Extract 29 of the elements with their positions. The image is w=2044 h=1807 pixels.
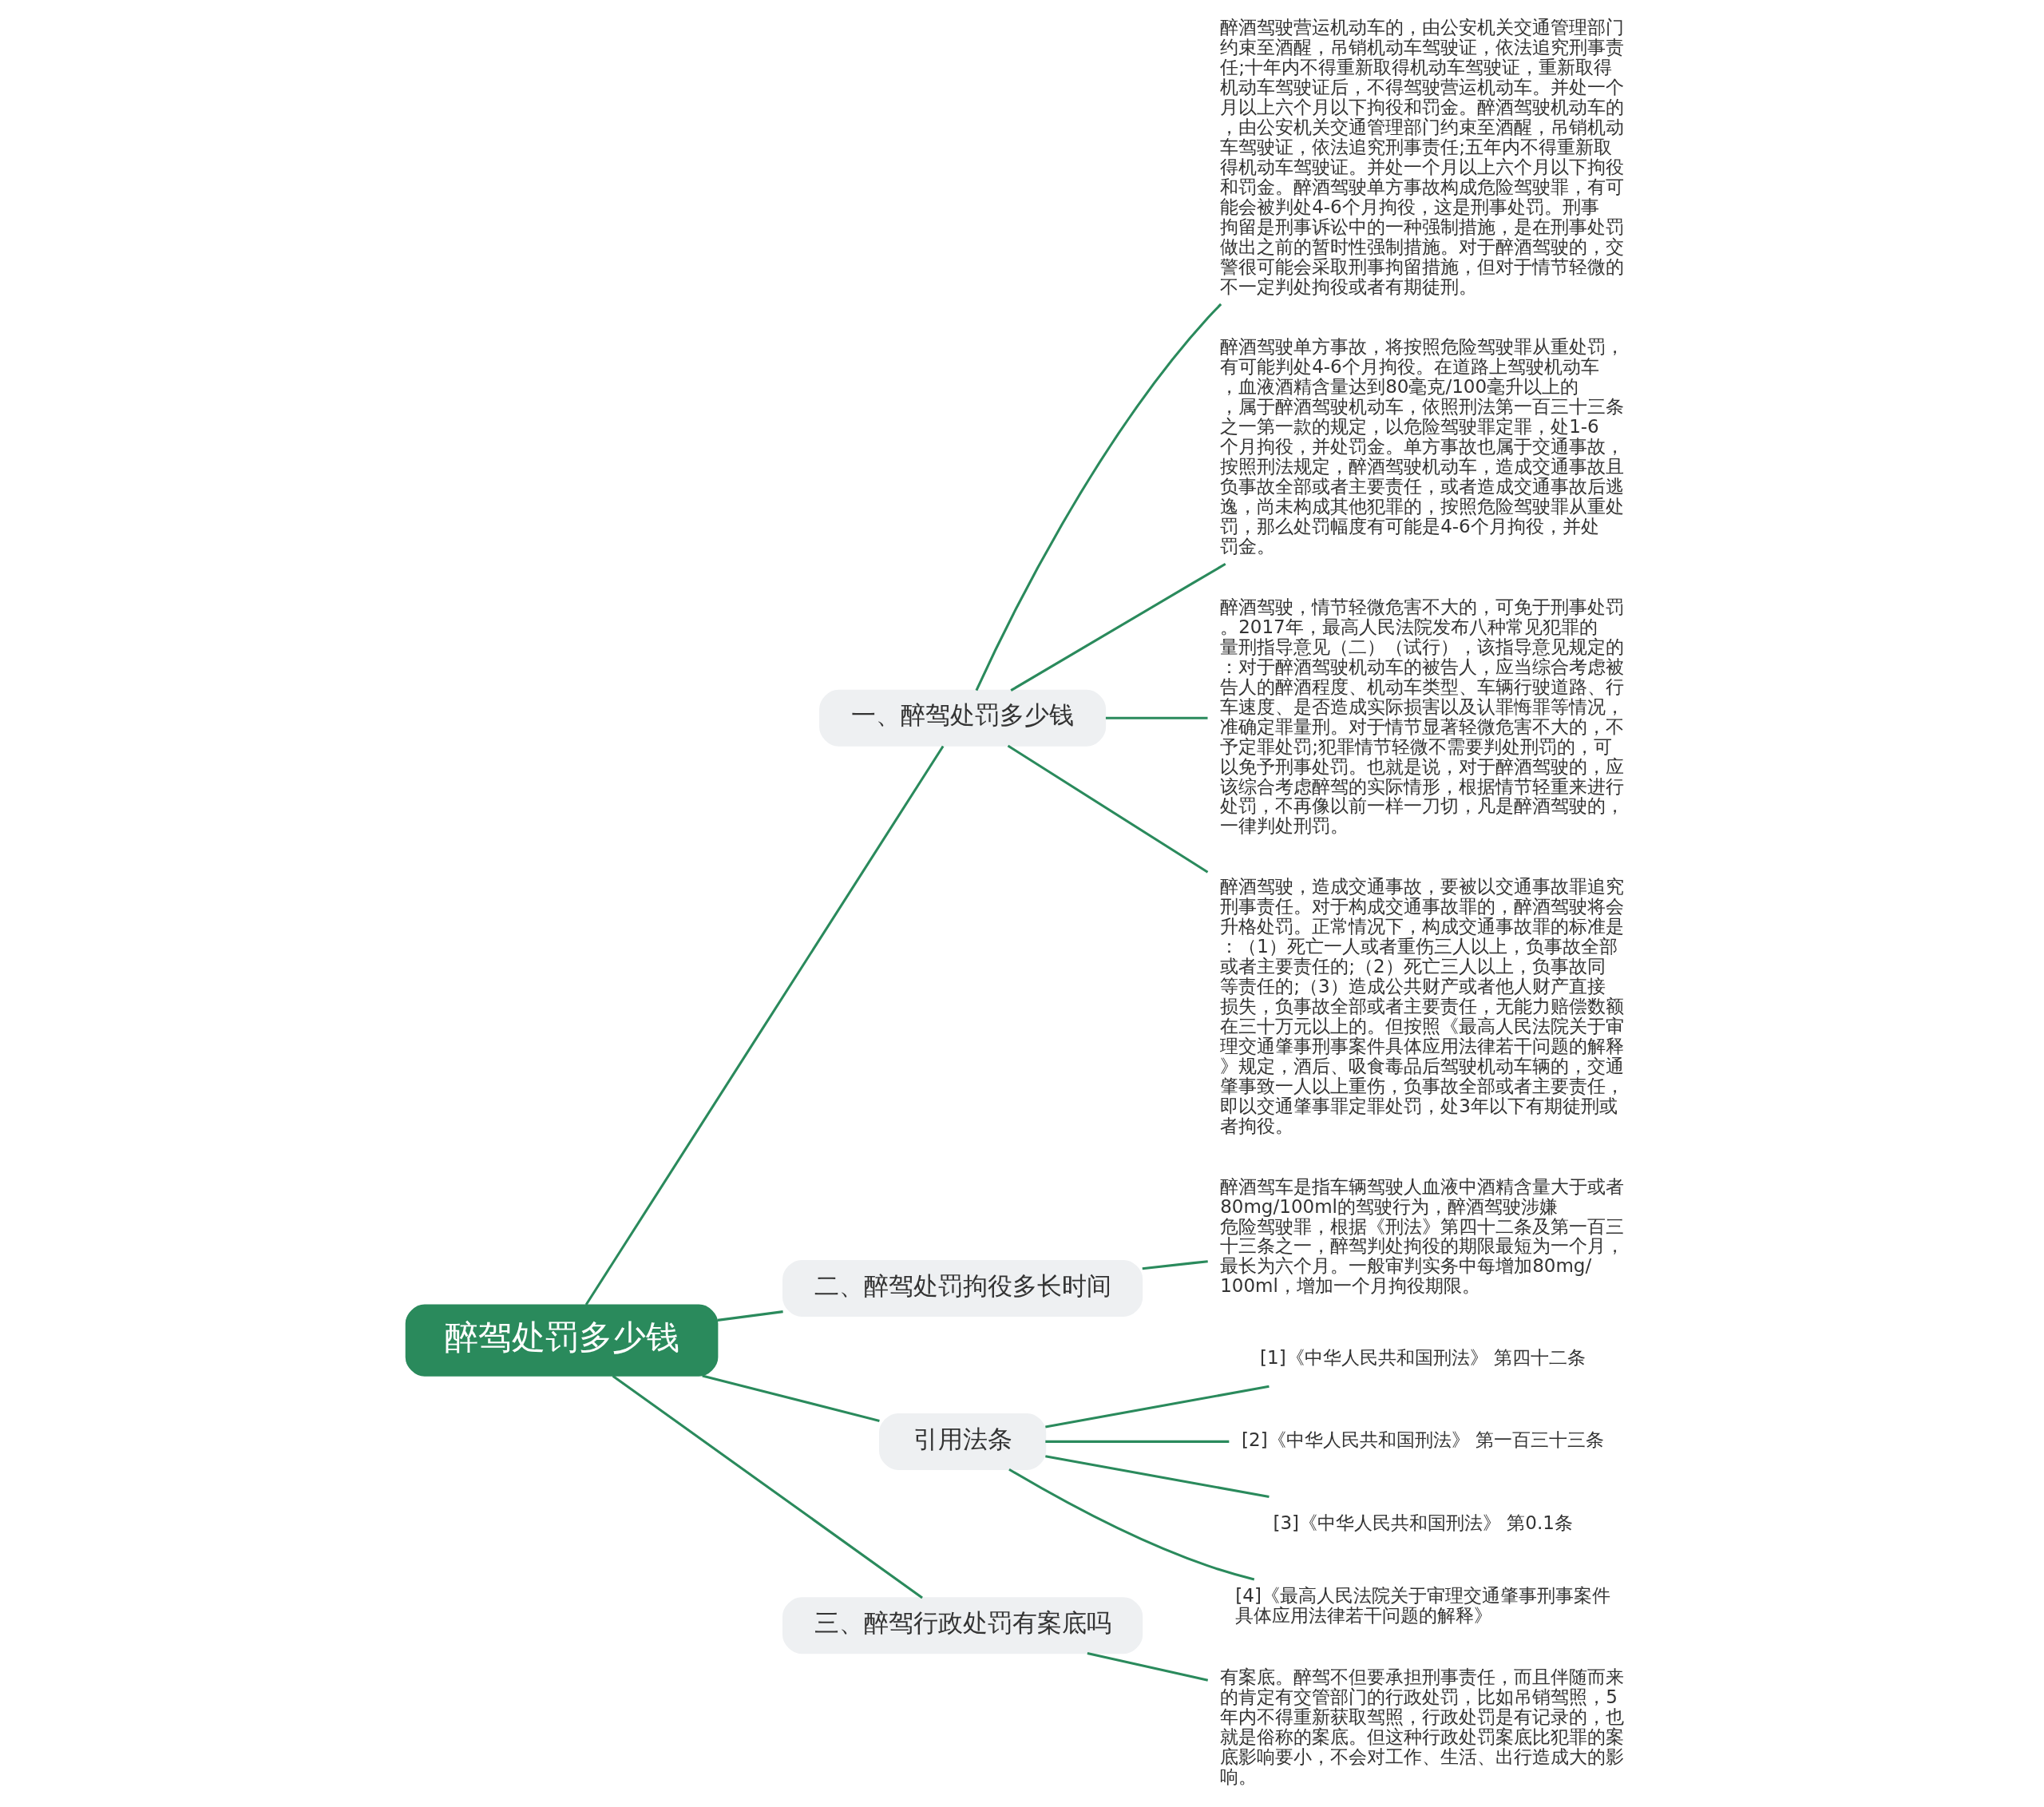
connector [975, 303, 1222, 691]
node-box: 醉驾处罚多少钱 [405, 1304, 718, 1377]
connector [1008, 1468, 1254, 1581]
node-text: [3]《中华人民共和国刑法》 第0.1条 [1272, 1512, 1573, 1534]
node-box: 三、醉驾行政处罚有案底吗 [782, 1597, 1143, 1654]
node-text: 醉酒驾车是指车辆驾驶人血液中酒精含量大于或者80mg/100ml的驾驶行为，醉酒驾驶涉嫌危险驾驶罪，根据《刑法》第四十二条及第一百三十三条之一，醉驾判处拘役的期限最短为一个月，最长为六个月。一般审判实务中每增加80mg/100ml，增加一个月拘役期限。 [1219, 1175, 1624, 1297]
connector [1007, 744, 1208, 874]
connector [1044, 1440, 1229, 1443]
connector [1087, 1651, 1208, 1682]
connector [584, 745, 944, 1306]
node-text: [2]《中华人民共和国刑法》 第一百三十三条 [1241, 1429, 1604, 1451]
connector [1009, 562, 1226, 691]
node-text: 醉酒驾驶，造成交通事故，要被以交通事故罪追究刑事责任。对于构成交通事故罪的，醉酒驾驶将会升格处罚。正常情况下，构成交通事故罪的标准是：（1）死亡一人或者重伤三人以上，负事故全部或者主要责任的;（2）死亡三人以上，负事故同等责任的;（3）造成公共财产或者他人财产直接损失，负事故全部或者主要责任，无能力赔偿数额在三十万元以上的。但按照《最高人民法院关于审理交通肇事刑事案件具体应用法律若干问题的解释》规定，酒后、吸食毒品后驾驶机动车辆的，交通肇事致一人以上重伤，负事故全部或者主要责任，即以交通肇事罪定罪处罚，处3年以下有期徒刑或者拘役。 [1219, 876, 1624, 1136]
node-box: 引用法条 [878, 1413, 1046, 1470]
connector [701, 1374, 880, 1422]
node-text: 有案底。醉驾不但要承担刑事责任，而且伴随而来的肯定有交管部门的行政处罚，比如吊销驾照，5年内不得重新获取驾照，行政处罚是有记录的，也就是俗称的案底。但这种行政处罚案底比犯罪的案底影响要小，不会对工作、生活、出行造成大的影响。 [1219, 1666, 1624, 1787]
node-text: 醉酒驾驶营运机动车的，由公安机关交通管理部门约束至酒醒，吊销机动车驾驶证，依法追究刑事责任;十年内不得重新取得机动车驾驶证，重新取得机动车驾驶证后，不得驾驶营运机动车。并处一个月以上六个月以下拘役和罚金。醉酒驾驶机动车的，由公安机关交通管理部门约束至酒醒，吊销机动车驾驶证，依法追究刑事责任;五年内不得重新取得机动车驾驶证。并处一个月以上六个月以下拘役和罚金。醉酒驾驶单方事故构成危险驾驶罪，有可能会被判处4-6个月拘役，这是刑事处罚。刑事拘留是刑事诉讼中的一种强制措施，是在刑事处罚做出之前的暂时性强制措施。对于醉酒驾驶的，交警很可能会采取刑事拘留措施，但对于情节轻微的不一定判处拘役或者有期徒刑。 [1219, 17, 1624, 297]
connector [717, 1310, 783, 1322]
node-box: 一、醉驾处罚多少钱 [818, 689, 1106, 747]
node-text: 醉酒驾驶，情节轻微危害不大的，可免于刑事处罚。2017年，最高人民法院发布八种常见犯罪的量刑指导意见（二）（试行），该指导意见规定的：对于醉酒驾驶机动车的被告人，应当综合考虑被告人的醉酒程度、机动车类型、车辆行驶道路、行车速度、是否造成实际损害以及认罪悔罪等情况，准确定罪量刑。对于情节显著轻微危害不大的，不予定罪处罚;犯罪情节轻微不需要判处刑罚的，可以免予刑事处罚。也就是说，对于醉酒驾驶的，应该综合考虑醉驾的实际情形，根据情节轻重来进行处罚，不再像以前一样一刀切，凡是醉酒驾驶的，一律判处刑罚。 [1219, 596, 1624, 837]
node-box: 二、醉驾处罚拘役多长时间 [782, 1259, 1143, 1317]
connector [612, 1374, 923, 1599]
node-text: [4]《最高人民法院关于审理交通肇事刑事案件具体应用法律若干问题的解释》 [1234, 1585, 1610, 1627]
connector [1142, 1260, 1208, 1270]
connector [1044, 1385, 1270, 1429]
node-text: 醉酒驾驶单方事故，将按照危险驾驶罪从重处罚，有可能判处4-6个月拘役。在道路上驾驶机动车，血液酒精含量达到80毫克/100毫升以上的，属于醉酒驾驶机动车，依照刑法第一百三十三条之一第一款的规定，以危险驾驶罪定罪，处1-6个月拘役，并处罚金。单方事故也属于交通事故，按照刑法规定，醉酒驾驶机动车，造成交通事故且负事故全部或者主要责任，或者造成交通事故后逃逸，尚未构成其他犯罪的，按照危险驾驶罪从重处罚，那么处罚幅度有可能是4-6个月拘役，并处罚金。 [1219, 336, 1624, 557]
connector [1044, 1455, 1270, 1498]
node-text: [1]《中华人民共和国刑法》 第四十二条 [1259, 1346, 1586, 1368]
connector [1105, 716, 1207, 719]
